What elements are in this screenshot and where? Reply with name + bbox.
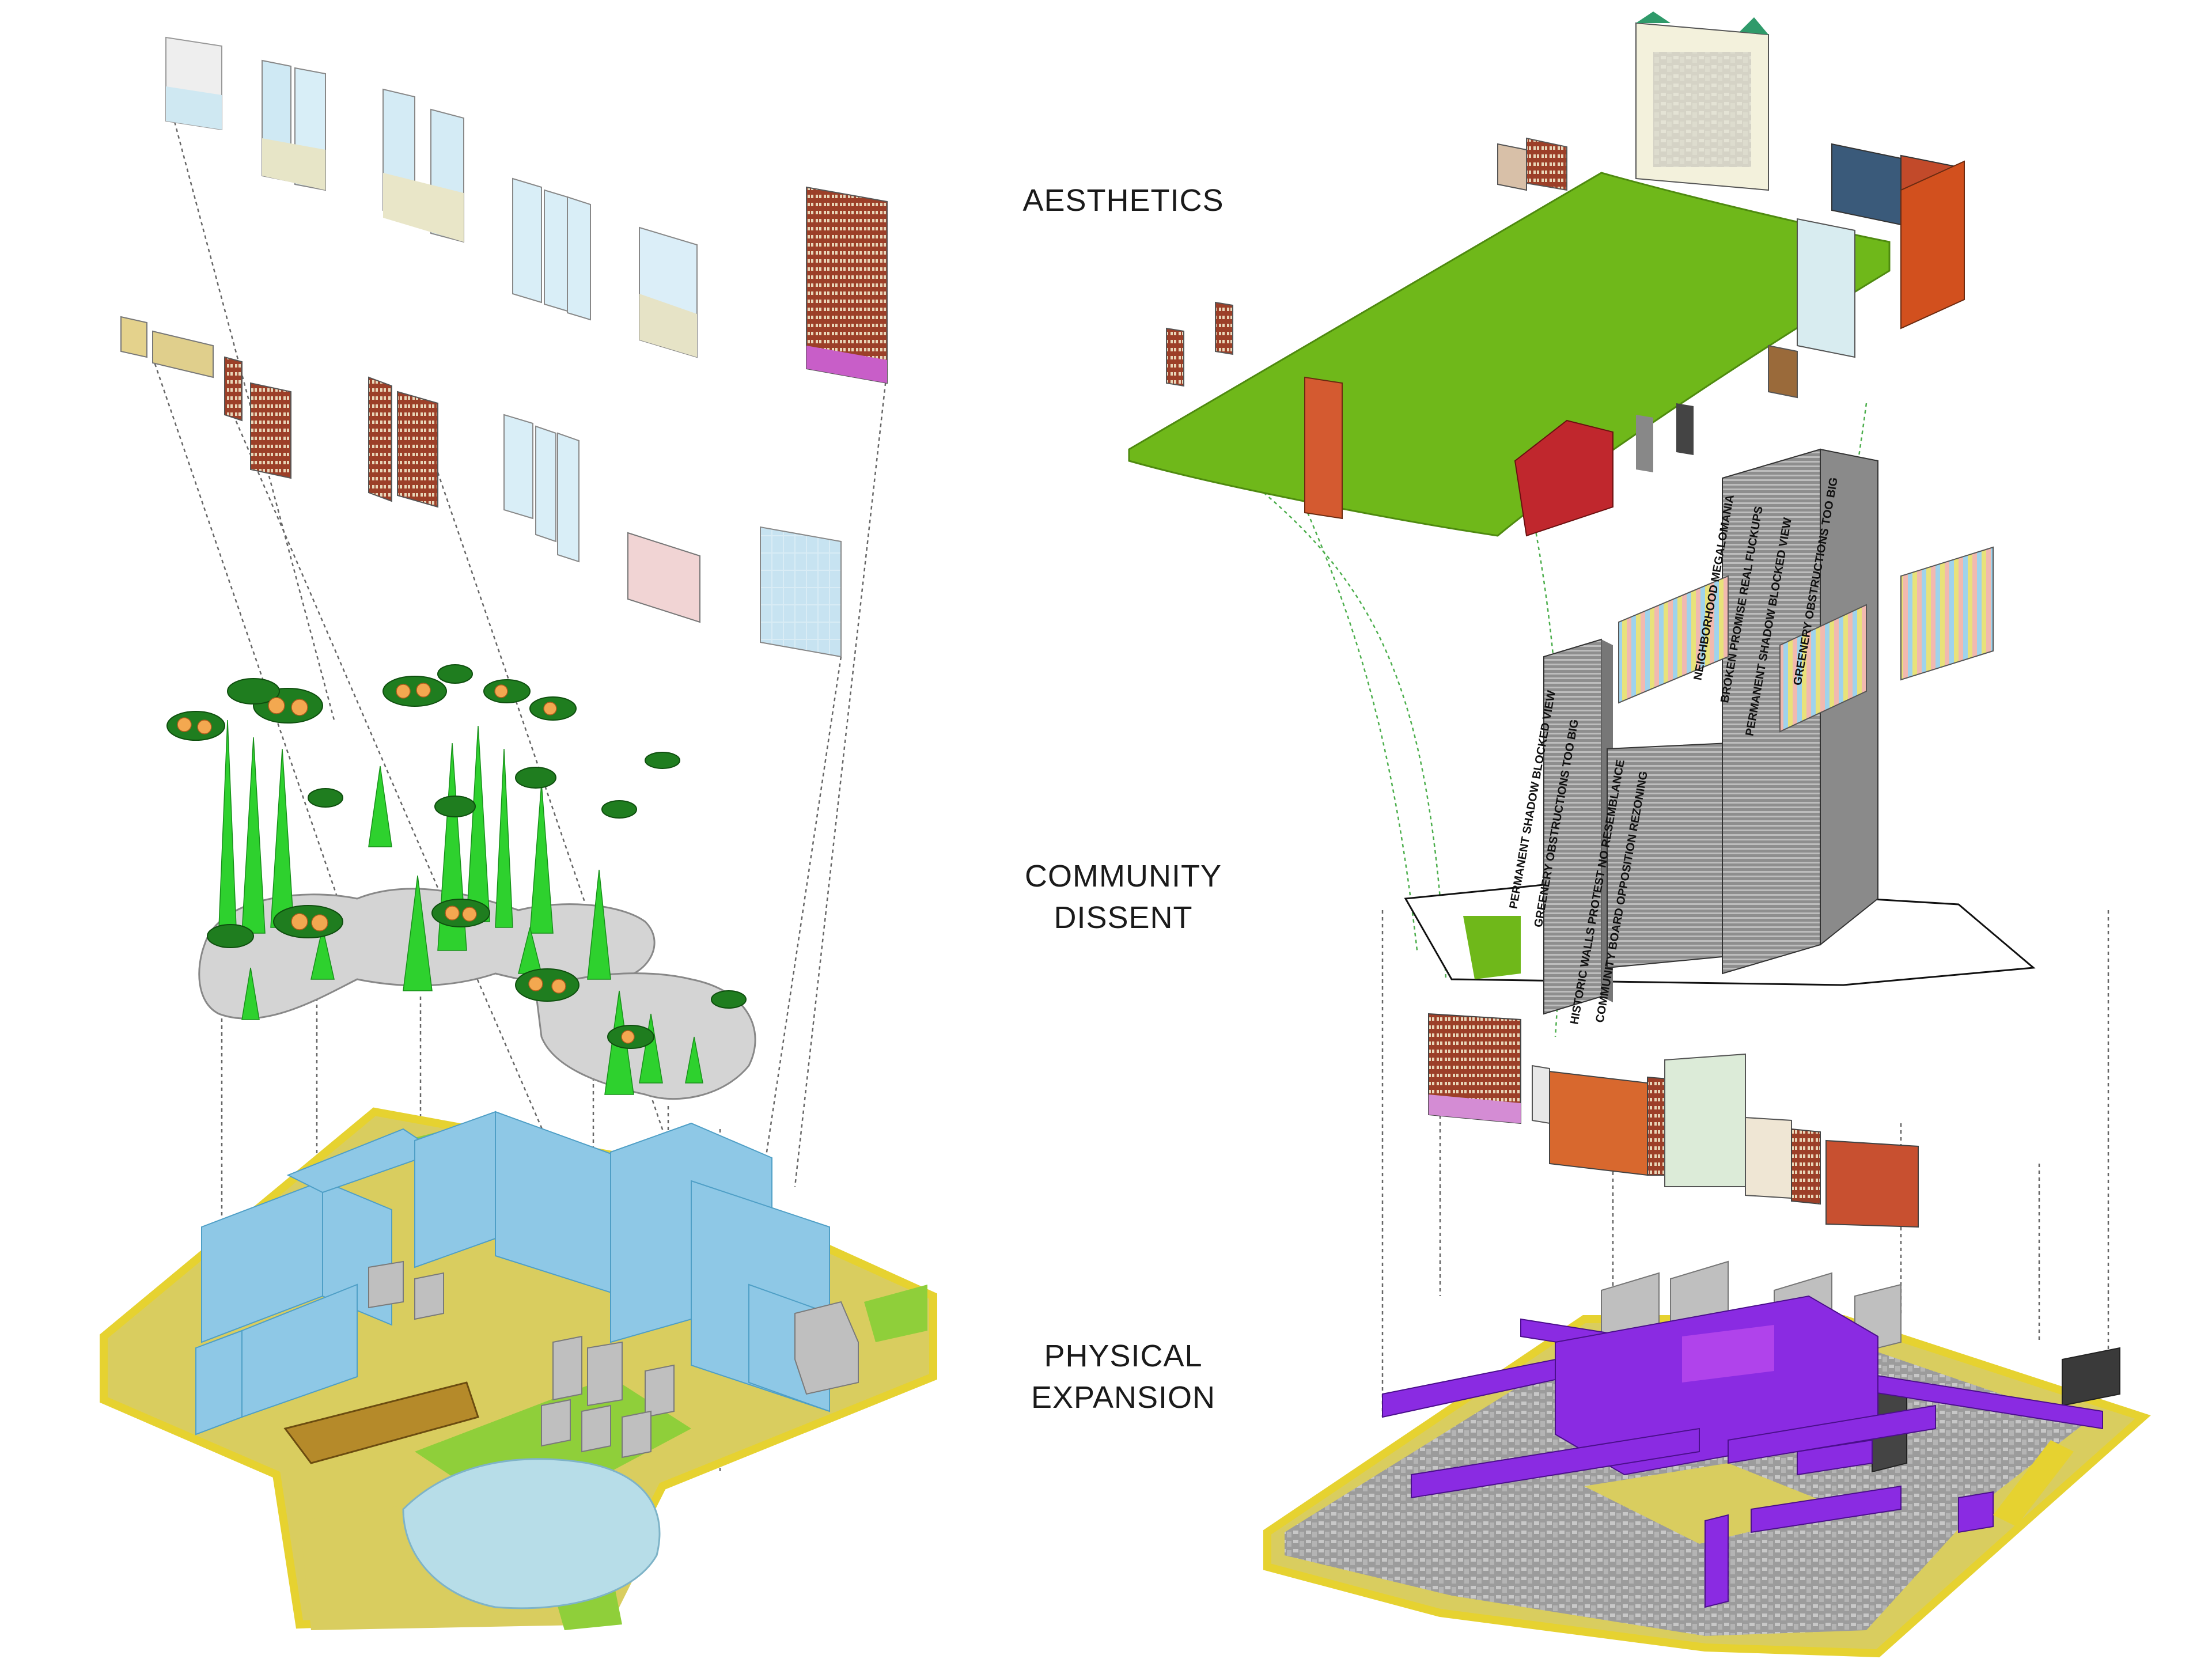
- right-facade-strip: [1428, 1013, 1919, 1228]
- left-ground-plan: [100, 1107, 937, 1630]
- right-dissent-towers: [1404, 448, 2036, 1015]
- community-label-line2: DISSENT: [1054, 900, 1193, 935]
- right-ground-plan: [1263, 1260, 2151, 1658]
- physical-expansion-label: PHYSICAL EXPANSION: [979, 1335, 1267, 1418]
- right-aesthetics-plane: [1128, 12, 1965, 537]
- physical-label-line2: EXPANSION: [1031, 1380, 1216, 1415]
- left-facade-panels: [120, 36, 888, 658]
- aesthetics-label: AESTHETICS: [979, 180, 1267, 221]
- community-dissent-label: COMMUNITY DISSENT: [979, 855, 1267, 938]
- community-label-line1: COMMUNITY: [1025, 859, 1222, 893]
- aesthetics-label-text: AESTHETICS: [1022, 183, 1224, 218]
- left-community-platform: [166, 664, 756, 1100]
- physical-label-line1: PHYSICAL: [1044, 1339, 1203, 1373]
